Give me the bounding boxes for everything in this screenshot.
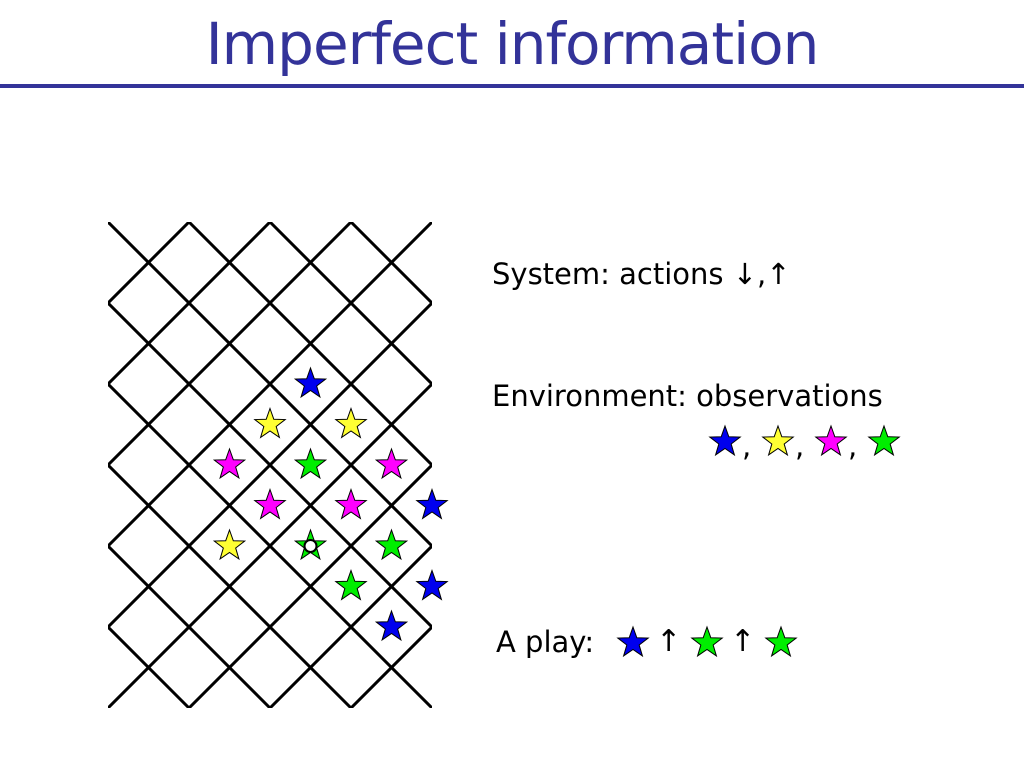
lattice-line <box>108 381 432 708</box>
green-star-icon <box>374 528 409 561</box>
magenta-star-icon <box>253 488 287 520</box>
lattice-line <box>0 222 27 708</box>
system-actions-text: System: actions ↓,↑ <box>492 256 791 292</box>
lattice-line <box>918 222 1024 708</box>
observation-legend: ,,, <box>708 422 908 463</box>
blue-star-icon <box>616 625 650 658</box>
title-divider <box>0 84 1024 88</box>
blue-star-icon <box>293 366 328 399</box>
magenta-star-icon <box>374 447 409 480</box>
play-action-arrow: ↑ <box>656 624 682 659</box>
environment-observations-label: Environment: observations <box>492 379 883 413</box>
current-position-marker <box>303 539 318 553</box>
lattice-line <box>108 222 110 225</box>
example-play: A play: ↑ ↑ <box>496 624 816 664</box>
lattice-line <box>268 222 432 387</box>
lattice-stars <box>212 366 449 642</box>
lattice-line <box>0 222 27 708</box>
magenta-star-icon <box>334 488 368 520</box>
green-star-icon <box>690 625 724 658</box>
system-label: System: actions <box>492 257 724 291</box>
lattice-line <box>837 222 1024 708</box>
magenta-star-icon <box>212 447 247 480</box>
lattice-line <box>108 222 432 549</box>
blue-star-icon <box>415 488 449 520</box>
lattice-line <box>187 462 432 708</box>
yellow-star-icon <box>212 528 247 561</box>
observation-separator: , <box>848 429 858 463</box>
lattice-line <box>108 705 110 708</box>
green-star-icon <box>764 625 798 658</box>
yellow-star-icon <box>761 424 795 457</box>
lattice-line <box>108 222 353 468</box>
blue-star-icon <box>708 424 742 457</box>
yellow-star-icon <box>334 407 368 439</box>
system-actions-arrows: ↓,↑ <box>732 257 791 291</box>
observation-separator: , <box>795 429 805 463</box>
lattice-line <box>108 624 191 708</box>
lattice-line <box>108 300 432 630</box>
yellow-star-icon <box>253 407 287 439</box>
blue-star-icon <box>374 609 409 642</box>
green-star-icon <box>293 447 328 480</box>
lattice-line <box>108 462 353 708</box>
lattice-lines <box>0 222 1024 708</box>
blue-star-icon <box>415 569 449 601</box>
green-star-icon <box>867 424 901 457</box>
lattice-line <box>108 222 272 387</box>
lattice-line <box>108 222 191 306</box>
green-star-icon <box>334 569 368 601</box>
play-action-arrow: ↑ <box>730 624 756 659</box>
observation-separator: , <box>742 429 752 463</box>
slide-title: Imperfect information <box>205 10 820 78</box>
magenta-star-icon <box>814 424 848 457</box>
play-label: A play: <box>496 625 595 659</box>
